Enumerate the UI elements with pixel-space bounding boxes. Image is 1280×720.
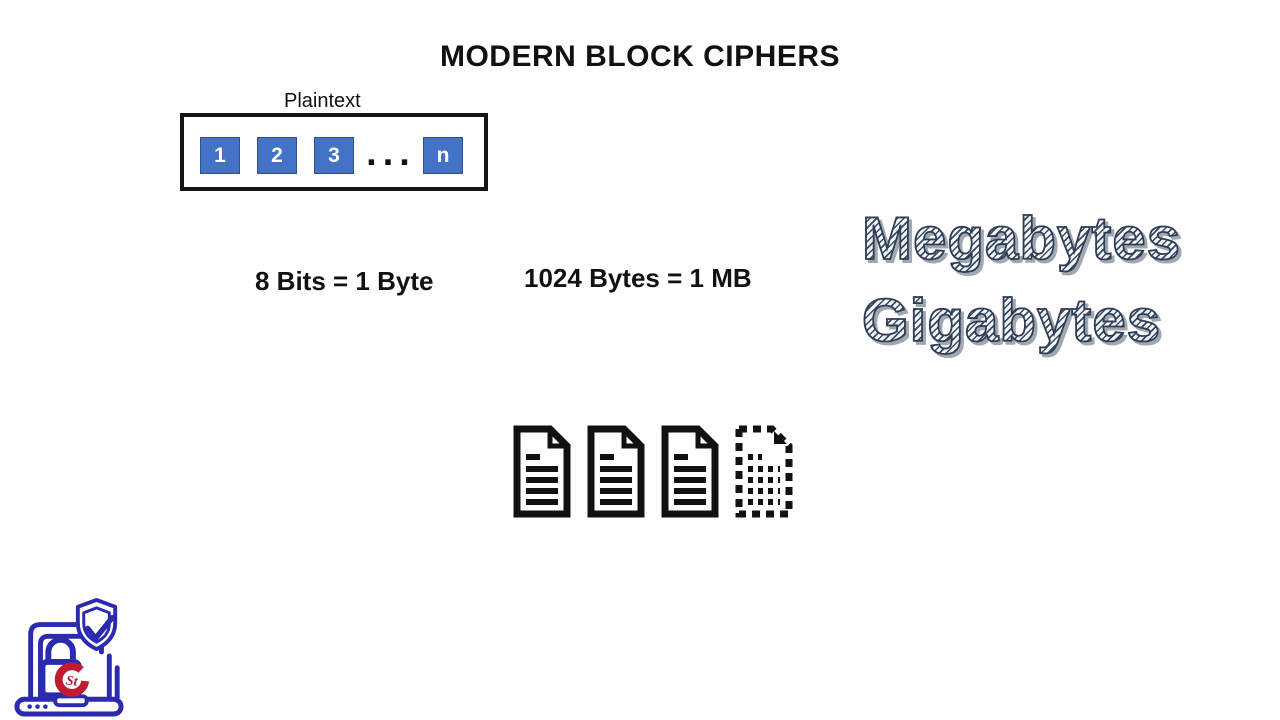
plaintext-ellipsis: ... [366,132,416,174]
scsu-emblem: St [54,662,90,697]
slide-title: MODERN BLOCK CIPHERS [439,40,840,73]
plaintext-block-1: 1 [200,137,240,174]
document-icon [661,425,719,518]
security-logo: St [14,597,124,717]
emblem-text: St [65,673,79,689]
plaintext-block-2: 2 [257,137,297,174]
wordart-sizes: Megabytes Gigabytes [861,198,1181,362]
document-icons-row [511,424,795,519]
fact-bytes-mb: 1024 Bytes = 1 MB [524,263,752,293]
document-dashed-icon [735,425,793,518]
wordart-megabytes: Megabytes [861,198,1181,280]
plaintext-block-n: n [423,137,463,174]
document-icon [513,425,571,518]
shield-check-icon [75,597,118,652]
wordart-gigabytes: Gigabytes [861,280,1181,362]
plaintext-block-3: 3 [314,137,354,174]
plaintext-label: Plaintext [284,90,361,112]
fact-bits-byte: 8 Bits = 1 Byte [255,266,434,296]
plaintext-box: 1 2 3 ... n [180,113,488,191]
document-icon [587,425,645,518]
